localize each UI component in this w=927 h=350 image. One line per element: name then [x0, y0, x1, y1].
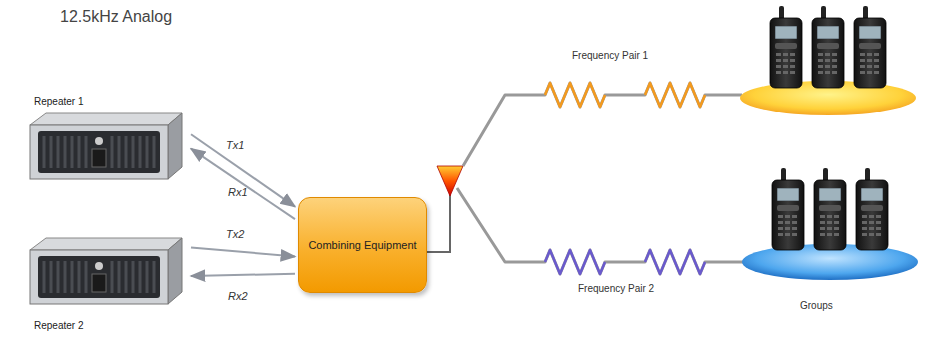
signal-arrow	[191, 247, 295, 256]
signal-arrow	[191, 149, 295, 219]
annotation-label: Frequency Pair 2	[578, 283, 654, 294]
signal-label: Rx1	[228, 186, 248, 198]
radio-icon	[814, 168, 846, 250]
signal-label: Tx2	[226, 228, 244, 240]
signal-arrow	[191, 274, 295, 276]
annotation-label: Frequency Pair 1	[572, 50, 648, 61]
signal-arrow	[191, 134, 295, 206]
device-label: Repeater 2	[34, 320, 83, 331]
diagram-title: 12.5kHz Analog	[60, 8, 172, 26]
radio-icon	[812, 6, 844, 88]
device-label: Repeater 1	[34, 96, 83, 107]
combiner-box: Combining Equipment	[298, 197, 427, 293]
radio-icon	[854, 6, 886, 88]
box-label: Combining Equipment	[308, 239, 416, 251]
wave-symbol	[545, 250, 705, 274]
radio-link	[463, 83, 742, 166]
repeater-node: Repeater 1	[28, 96, 188, 181]
feed-line	[425, 194, 450, 252]
repeater-device	[28, 236, 184, 306]
annotation-label: Groups	[800, 300, 833, 311]
repeater-device	[28, 111, 184, 181]
radio-icon	[772, 168, 804, 250]
wave-symbol	[545, 83, 705, 107]
repeater-node: Repeater 2	[28, 236, 188, 331]
signal-label: Rx2	[228, 290, 248, 302]
signal-label: Tx1	[226, 139, 244, 151]
radio-link	[457, 188, 744, 274]
radio-icon	[770, 6, 802, 88]
radio-icon	[856, 168, 888, 250]
